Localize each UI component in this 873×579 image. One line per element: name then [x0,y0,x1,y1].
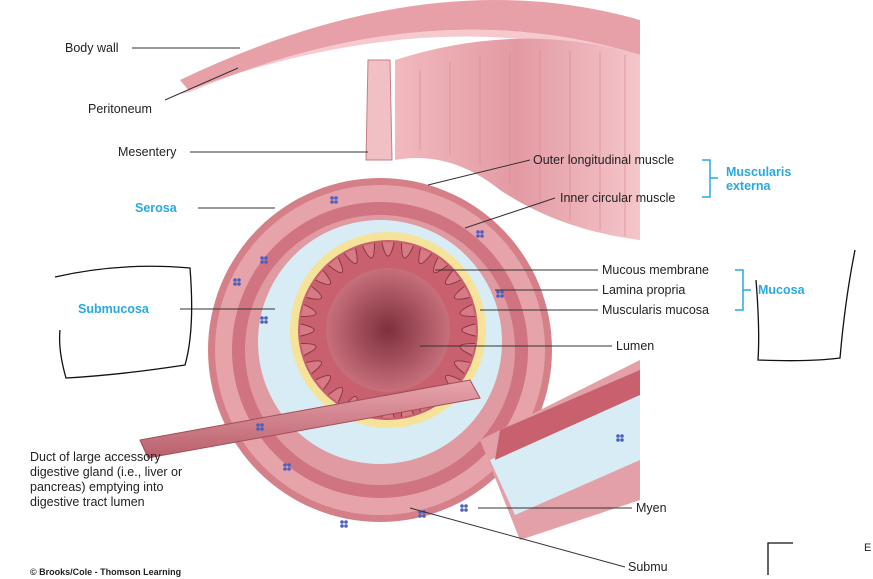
nerve-dot [620,438,624,442]
villus [401,243,414,259]
nerve-dot [260,423,264,427]
villus [301,343,317,356]
nerve-dot [260,320,264,324]
nerve-dot [500,294,504,298]
nerve-dot [480,230,484,234]
nerve-dot [334,200,338,204]
nerve-dot [260,256,264,260]
nerve-dot [330,200,334,204]
nerve-dot [476,234,480,238]
villus [315,270,332,286]
nerve-dot [616,434,620,438]
body-wall [180,0,640,92]
nerve-dot [287,467,291,471]
leader-lines [132,47,632,568]
label-duct: Duct of large accessory digestive gland … [30,450,183,509]
nerve-dot [260,316,264,320]
nerve-dot [283,463,287,467]
nerve-dot [340,520,344,524]
nerve-dot [616,438,620,442]
villus [306,360,322,375]
nerve-dot [620,434,624,438]
nerve-dot [464,504,468,508]
nerve-dot [264,256,268,260]
villus [301,304,317,317]
nerve-dot [496,290,500,294]
tube-striations [419,50,626,236]
villus [315,374,332,390]
villus [306,285,322,300]
hand-drawn-annotations [54,249,856,575]
nerve-dot [256,427,260,431]
label-inner-circular-muscle: Inner circular muscle [560,191,676,205]
label-mesentery: Mesentery [118,145,177,159]
nerve-dot [500,290,504,294]
villus [328,386,344,403]
villus [461,323,476,337]
villus [432,257,448,274]
nerve-dot [264,320,268,324]
label-lamina-propria: Lamina propria [602,283,686,297]
nerve-dot [330,196,334,200]
villus [381,242,395,257]
label-mucosa: Mucosa [758,283,805,297]
nerve-dot [237,278,241,282]
villus [444,270,461,286]
label-serosa: Serosa [135,201,177,215]
corner-letter: E [864,542,872,554]
villus [343,248,358,264]
nerve-dot [480,234,484,238]
nerve-dot [464,508,468,512]
nerve-dot [233,278,237,282]
nerve-dot [344,524,348,528]
nerve-dot [260,427,264,431]
nerve-dot [418,514,422,518]
label-peritoneum: Peritoneum [88,102,152,116]
nerve-dot [460,504,464,508]
label-submucosa: Submucosa [78,302,149,316]
label-muscularis-mucosa: Muscularis mucosa [602,303,709,317]
villus [418,248,433,264]
label-body-wall: Body wall [65,41,119,55]
nerve-dot [264,260,268,264]
nerve-dot [264,316,268,320]
label-submucosal-plexus: Submu [628,560,668,574]
label-mucous-membrane: Mucous membrane [602,263,709,277]
villus [362,243,375,259]
label-myenteric-plexus: Myen [636,501,667,515]
villus [454,360,470,375]
nerve-dot [496,294,500,298]
label-outer-longitudinal-muscle: Outer longitudinal muscle [533,153,675,167]
label-lumen: Lumen [616,339,655,353]
background-tube [395,38,640,240]
credit-line: © Brooks/Cole - Thomson Learning [30,567,182,577]
nerve-dot [256,423,260,427]
villus [300,323,315,337]
label-muscularis-externa-line2: externa [726,179,771,193]
nerve-dot [476,230,480,234]
brackets [702,159,751,311]
nerve-dot [334,196,338,200]
nerve-dot [340,524,344,528]
duct [139,379,481,459]
nerve-dot [233,282,237,286]
nerve-dot [283,467,287,471]
lumen [326,268,450,392]
nerve-dot [237,282,241,286]
villus [328,257,344,274]
nerve-dot [422,514,426,518]
mesentery [365,59,393,161]
villus [454,285,470,300]
villus [459,304,475,317]
nerve-dot [287,463,291,467]
label-muscularis-externa-line1: Muscularis [726,165,792,179]
nerve-dot [260,260,264,264]
nerve-dot [460,508,464,512]
nerve-dot [344,520,348,524]
